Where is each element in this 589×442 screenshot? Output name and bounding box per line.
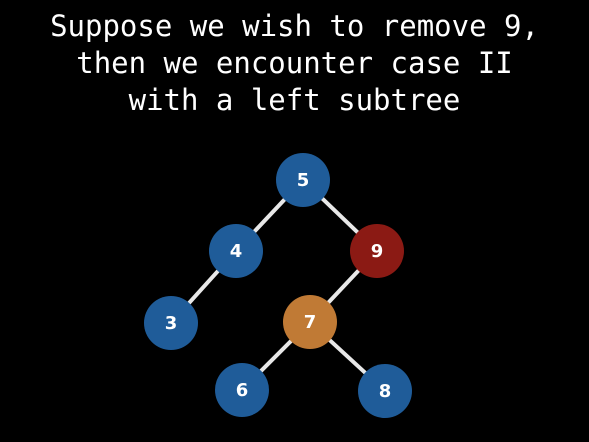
tree-edge-7-6 [257, 337, 295, 375]
tree-edges [185, 195, 369, 377]
caption-line-1: Suppose we wish to remove 9, [50, 9, 539, 43]
tree-edge-9-7 [325, 267, 362, 306]
tree-node-circle [209, 224, 263, 278]
tree-node-5: 5 [276, 153, 330, 207]
tree-node-8: 8 [358, 364, 412, 418]
tree-node-label: 6 [236, 380, 249, 401]
tree-node-3: 3 [144, 296, 198, 350]
caption-line-2: then we encounter case II [76, 46, 513, 80]
tree-node-9: 9 [350, 224, 404, 278]
tree-edge-5-9 [319, 195, 361, 236]
tree-node-circle [358, 364, 412, 418]
tree-node-4: 4 [209, 224, 263, 278]
tree-node-circle [144, 296, 198, 350]
caption-line-3: with a left subtree [128, 83, 461, 117]
tree-node-label: 3 [165, 313, 178, 334]
tree-nodes: 5 4 9 3 7 6 8 [144, 153, 412, 418]
tree-node-label: 9 [371, 241, 384, 262]
tree-edge-5-4 [251, 196, 288, 235]
tree-node-label: 7 [304, 312, 317, 333]
tree-node-circle [283, 295, 337, 349]
tree-node-6: 6 [215, 363, 269, 417]
tree-node-label: 5 [297, 170, 310, 191]
tree-node-circle [276, 153, 330, 207]
tree-node-label: 8 [379, 381, 392, 402]
tree-node-label: 4 [230, 241, 243, 262]
tree-edge-4-3 [185, 267, 222, 307]
caption: Suppose we wish to remove 9, then we enc… [0, 8, 589, 119]
tree-node-circle [350, 224, 404, 278]
tree-node-7: 7 [283, 295, 337, 349]
tree-edge-7-8 [326, 336, 369, 377]
tree-node-circle [215, 363, 269, 417]
